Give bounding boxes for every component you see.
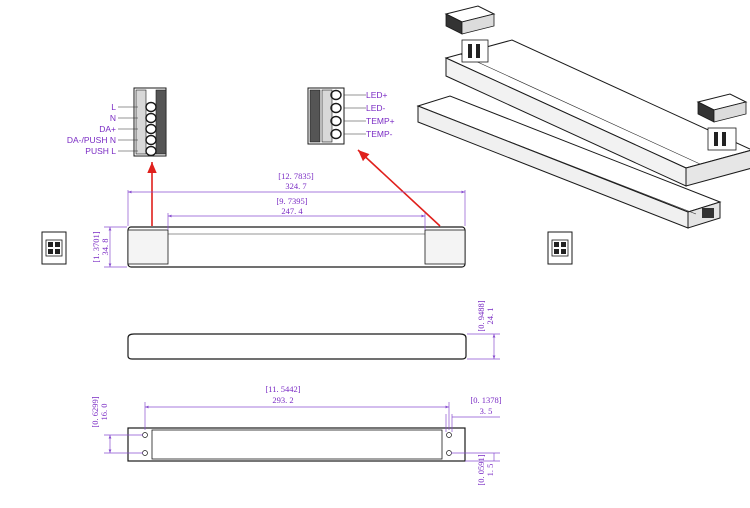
side-view: [0. 9488] 24. 1	[127, 300, 500, 360]
pin-label-n: N	[110, 113, 116, 123]
hole-row-inch: [0. 6299]	[90, 396, 100, 427]
hole-spacing-inch: [11. 5442]	[265, 384, 300, 394]
pin-label-da-minus-push-n: DA-/PUSH N	[67, 135, 116, 145]
terminal-spring	[330, 115, 342, 127]
hole-spacing-mm: 293. 2	[272, 395, 293, 405]
output-connector-arrow	[357, 149, 441, 227]
height-mm: 24. 1	[485, 308, 495, 325]
mount-hole	[446, 450, 452, 456]
pin-label-led-minus: LED-	[366, 103, 386, 113]
right-end-view	[547, 231, 573, 265]
hole-diameter-mm: 3. 5	[480, 406, 493, 416]
top-view: [12. 7835] 324. 7 [9. 7395] 247. 4 [1. 3…	[91, 171, 466, 268]
width-inch: [1. 3701]	[91, 231, 101, 262]
mount-hole	[142, 432, 148, 438]
edge-offset-mm: 1. 5	[485, 464, 495, 477]
input-connector-diagram: L N DA+ DA-/PUSH N PUSH L	[67, 87, 167, 157]
terminal-spring	[330, 102, 342, 114]
inner-length-inch: [9. 7395]	[276, 196, 307, 206]
pin-label-led-plus: LED+	[366, 90, 388, 100]
pin-label-temp-plus: TEMP+	[366, 116, 395, 126]
edge-offset-inch: [0. 0591]	[476, 454, 486, 485]
hole-diameter-inch: [0. 1378]	[470, 395, 501, 405]
overall-length-inch: [12. 7835]	[278, 171, 314, 181]
pin-label-temp-minus: TEMP-	[366, 129, 393, 139]
pin-label-l: L	[111, 102, 116, 112]
mount-hole	[446, 432, 452, 438]
output-connector-diagram: LED+ LED- TEMP+ TEMP-	[307, 87, 395, 145]
overall-length-mm: 324. 7	[285, 181, 306, 191]
height-inch: [0. 9488]	[476, 300, 486, 331]
pin-label-push-l: PUSH L	[85, 146, 116, 156]
inner-length-mm: 247. 4	[281, 206, 303, 216]
terminal-spring	[145, 101, 157, 113]
terminal-spring	[145, 123, 157, 135]
terminal-spring	[145, 134, 157, 146]
terminal-spring	[145, 112, 157, 124]
width-mm: 34. 8	[100, 239, 110, 256]
left-end-view	[41, 231, 67, 265]
bottom-view: [11. 5442] 293. 2 [0. 1378] 3. 5 [0. 629…	[90, 384, 502, 486]
terminal-spring	[330, 128, 342, 140]
pin-label-da-plus: DA+	[99, 124, 116, 134]
terminal-spring	[330, 89, 342, 101]
isometric-view	[416, 5, 750, 229]
mount-hole	[142, 450, 148, 456]
hole-row-mm: 16. 0	[99, 404, 109, 421]
terminal-spring	[145, 145, 157, 157]
